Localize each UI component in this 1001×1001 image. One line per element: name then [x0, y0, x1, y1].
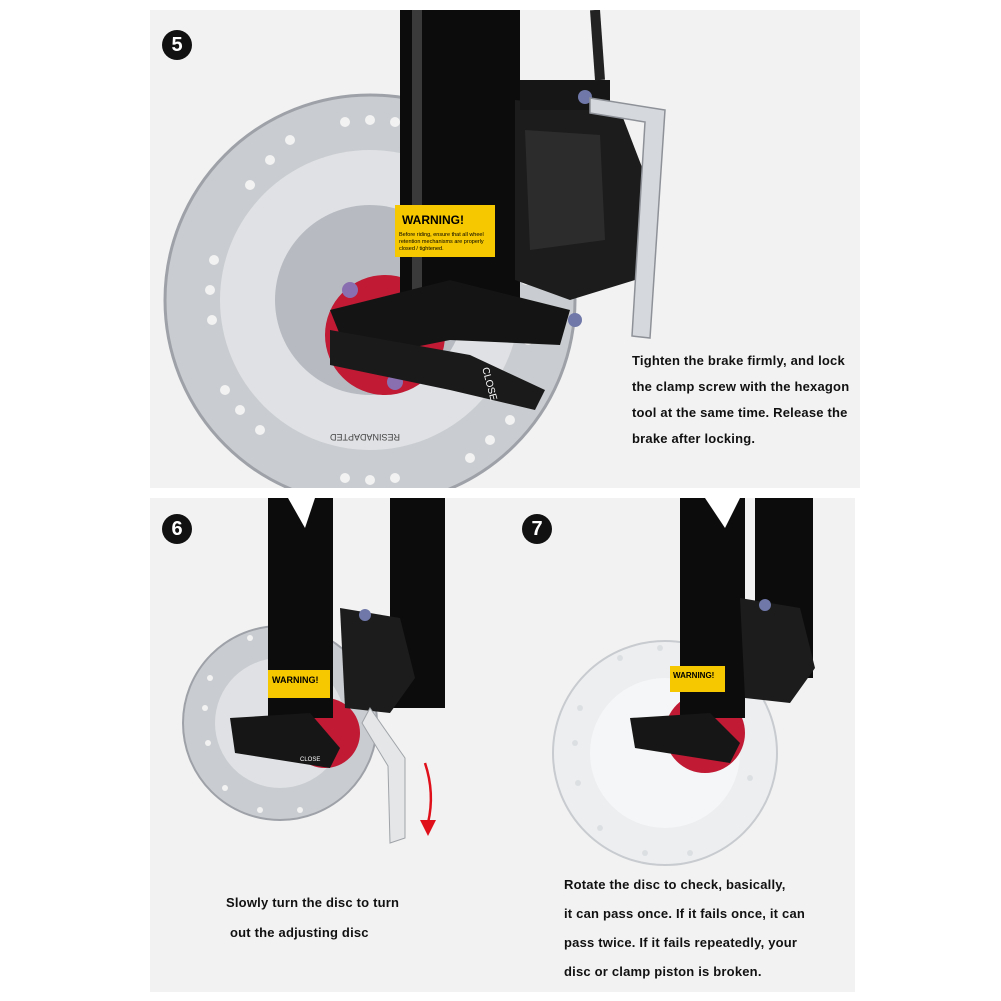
warning-text-1: Before riding, ensure that all wheel — [399, 232, 484, 238]
caption-line: the clamp screw with the hexagon — [632, 379, 850, 394]
warning-text-3: closed / tightened. — [399, 246, 444, 252]
step-6-7-panel: WARNING! CLOSE WARNING! — [150, 498, 855, 992]
step-5-badge: 5 — [162, 30, 192, 60]
caption-line: pass twice. If it fails repeatedly, your — [564, 935, 798, 950]
step-7-badge: 7 — [522, 514, 552, 544]
warning-title: WARNING! — [673, 671, 714, 680]
quick-release-lever — [330, 330, 545, 410]
rotor-bolt — [342, 282, 358, 298]
mount-bolt — [578, 90, 592, 104]
adjusting-disc — [361, 707, 406, 844]
caption-line: out the adjusting disc — [230, 925, 369, 940]
arrow-head-icon — [420, 820, 436, 836]
step-5-panel: RESINADAPTED CLOSE WARNING! Before ridin… — [150, 10, 860, 488]
step-7-illustration: WARNING! — [552, 498, 815, 866]
caption-line: Slowly turn the disc to turn — [226, 895, 400, 910]
step-6-badge: 6 — [162, 514, 192, 544]
warning-title: WARNING! — [402, 213, 464, 227]
caption-line: brake after locking. — [632, 431, 756, 446]
mount-bolt — [759, 599, 771, 611]
brake-caliper — [340, 608, 415, 713]
caption-line: Tighten the brake firmly, and lock — [632, 353, 845, 368]
step-6-7-illustration: WARNING! CLOSE WARNING! — [182, 498, 815, 866]
step-6-illustration: WARNING! CLOSE — [182, 498, 445, 844]
rotate-arrow — [423, 762, 433, 824]
quick-release-lever — [630, 713, 740, 763]
quick-release-lever — [230, 713, 340, 768]
brake-hose — [590, 10, 605, 81]
warning-label: WARNING! Before riding, ensure that all … — [395, 205, 495, 257]
caption-line: Rotate the disc to check, basically, — [564, 877, 786, 892]
hexagon-tool — [589, 97, 666, 339]
warning-text-2: retention mechanisms are properly — [399, 239, 484, 245]
caption-line: tool at the same time. Release the — [632, 405, 848, 420]
step-7-caption: Rotate the disc to check, basically, it … — [564, 870, 805, 986]
brake-caliper — [740, 598, 815, 703]
caption-line: it can pass once. If it fails once, it c… — [564, 906, 806, 921]
caption-line: disc or clamp piston is broken. — [564, 964, 762, 979]
fork-dropout — [330, 280, 570, 360]
warning-label: WARNING! — [670, 666, 725, 692]
step-5-caption: Tighten the brake firmly, and lock the c… — [632, 348, 849, 452]
mount-bolt — [359, 609, 371, 621]
step-5-illustration: RESINADAPTED CLOSE WARNING! Before ridin… — [163, 10, 666, 488]
rotor-text: RESINADAPTED — [329, 432, 400, 442]
lever-text: CLOSE — [300, 757, 320, 763]
warning-label: WARNING! — [268, 670, 330, 698]
warning-title: WARNING! — [272, 675, 319, 685]
clamp-bolt — [568, 313, 582, 327]
step-6-caption: Slowly turn the disc to turn out the adj… — [226, 888, 399, 948]
